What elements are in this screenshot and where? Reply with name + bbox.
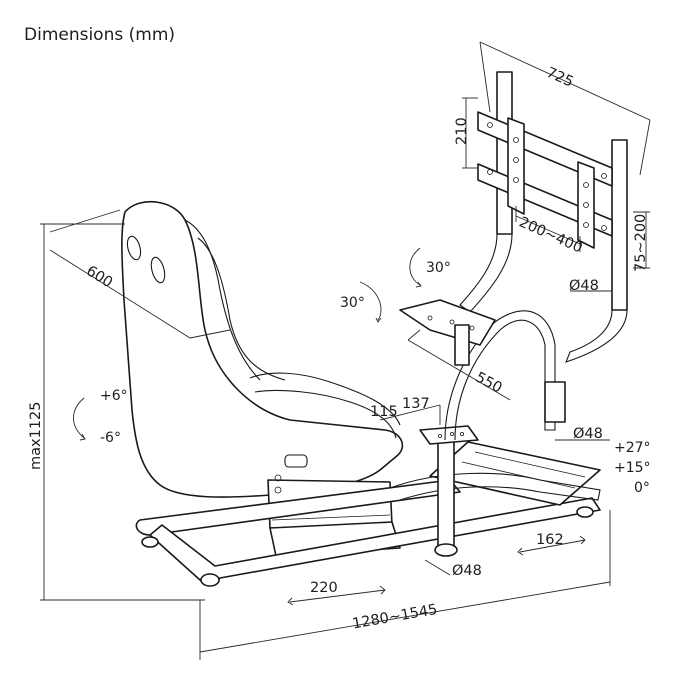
right-upright-post — [611, 139, 628, 311]
label-pedal-angle-0: 0° — [634, 480, 650, 496]
tv-bracket — [459, 71, 628, 363]
diagram-title: Dimensions (mm) — [24, 25, 175, 45]
dim-upright-diameter: Ø48 — [569, 278, 612, 294]
wheel-mount-bracket — [454, 324, 470, 366]
dim-height: max1125 — [28, 223, 205, 601]
label-75-200: 75~200 — [633, 214, 649, 272]
label-angle-30-top: 30° — [426, 260, 451, 276]
base-foot-right — [576, 506, 594, 518]
pedal-base-plate — [429, 441, 601, 506]
vesa-plate-right — [577, 161, 595, 249]
right-curved-arm — [565, 309, 628, 363]
seat-cushion-edge — [249, 372, 401, 426]
dim-210: 210 — [454, 97, 478, 169]
pedal-angles: +27° +15° 0° — [614, 440, 651, 496]
wheel-pedestal — [437, 439, 455, 549]
harness-slot-left — [126, 235, 142, 261]
dim-75-200: 75~200 — [633, 211, 650, 272]
label-725: 725 — [544, 65, 576, 91]
label-550: 550 — [473, 370, 505, 397]
angle-30-top: 30° — [409, 247, 451, 288]
dim-pedal-tube-diameter: Ø48 — [555, 426, 610, 442]
seat-cushion-inner — [254, 389, 397, 439]
gear-shifter-plate — [419, 425, 479, 445]
label-115: 115 — [370, 404, 398, 420]
seat-side-stripe — [197, 237, 286, 381]
label-pedal-angle-15: +15° — [614, 460, 651, 476]
seat-side-bolster — [184, 219, 261, 381]
label-137: 137 — [402, 396, 430, 412]
label-max-height: max1125 — [28, 402, 44, 471]
base-foot-rear — [141, 536, 159, 548]
angle-30-left: 30° — [340, 281, 382, 323]
pedestal-foot — [434, 543, 458, 557]
vesa-plate-left — [507, 117, 525, 215]
dim-115-137: 115 137 — [370, 396, 441, 425]
label-seat-tilt-minus: -6° — [100, 430, 121, 446]
dim-550: 550 — [407, 329, 511, 401]
label-base-tube-diameter: Ø48 — [452, 563, 482, 579]
label-600: 600 — [83, 263, 115, 291]
label-pedal-tube-diameter: Ø48 — [573, 426, 603, 442]
dim-162: 162 — [517, 532, 586, 556]
label-pedal-angle-27: +27° — [614, 440, 651, 456]
label-seat-tilt-plus: +6° — [100, 388, 128, 404]
label-210: 210 — [454, 117, 470, 145]
seat-tilt-knob — [284, 454, 308, 468]
label-162: 162 — [536, 532, 564, 548]
base-rear-tube — [135, 479, 461, 536]
dim-220: 220 — [287, 580, 386, 606]
harness-slot-right — [150, 256, 166, 284]
seat-tilt-angle: +6° -6° — [73, 388, 128, 446]
wheel-support-clamp — [544, 381, 566, 423]
base-frame — [135, 299, 601, 587]
dim-base-tube-diameter: Ø48 — [424, 559, 482, 579]
base-foot-front — [200, 573, 220, 587]
wheel-mount-plate — [399, 299, 496, 346]
seat-shell — [121, 200, 404, 498]
left-curved-arm — [459, 233, 513, 313]
label-upright-diameter: Ø48 — [569, 278, 599, 294]
label-220: 220 — [310, 580, 338, 596]
label-length-range: 1280~1545 — [351, 602, 438, 633]
label-angle-30-left: 30° — [340, 295, 365, 311]
